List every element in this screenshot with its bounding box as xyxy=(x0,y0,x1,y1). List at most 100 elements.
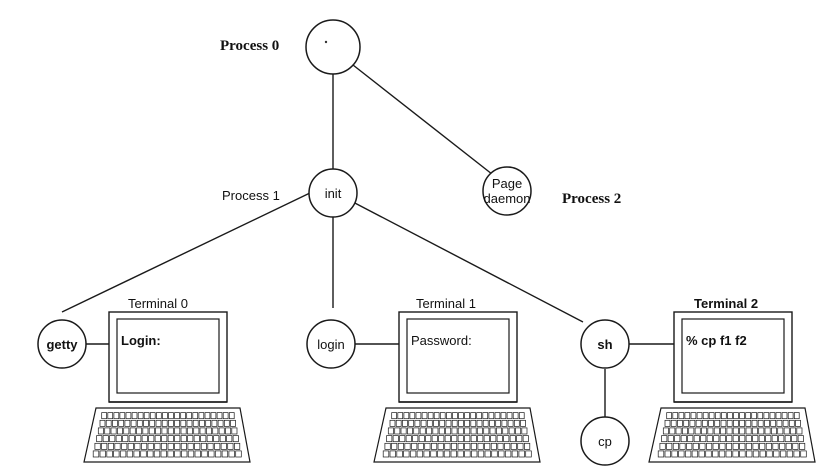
terminal0-key xyxy=(99,419,106,427)
terminal2-key xyxy=(732,427,739,435)
terminal1-key xyxy=(503,435,510,443)
terminal0-key xyxy=(211,419,218,427)
terminal0-key xyxy=(130,419,137,427)
terminal1-key xyxy=(399,435,406,443)
terminal0-key xyxy=(110,427,117,435)
terminal0-key xyxy=(200,442,207,450)
terminal2-key xyxy=(751,427,758,435)
terminal1-key xyxy=(413,427,420,435)
terminal0-key xyxy=(141,435,148,443)
terminal2-key xyxy=(702,412,709,420)
terminal0-key xyxy=(193,435,200,443)
terminal0-key xyxy=(168,419,174,427)
terminal2-key xyxy=(733,412,739,420)
keyboard-keys xyxy=(92,412,807,458)
terminal1-key xyxy=(437,442,444,450)
terminal2-key xyxy=(793,450,800,458)
terminal2-key xyxy=(727,412,733,420)
terminal2-key xyxy=(699,442,706,450)
terminal2-key xyxy=(726,435,733,443)
terminal0-key xyxy=(210,412,217,420)
terminal2-key xyxy=(787,412,794,420)
terminal2-key xyxy=(779,450,787,458)
terminal0-key xyxy=(135,435,142,443)
terminal0-key xyxy=(154,435,161,443)
terminal0-key xyxy=(140,450,147,458)
terminal1-key xyxy=(391,412,397,420)
terminal0-key xyxy=(214,450,222,458)
terminal1-key xyxy=(389,419,396,427)
terminal2-key xyxy=(714,419,721,427)
terminal0-key xyxy=(124,419,131,427)
getty-node xyxy=(37,319,87,369)
terminal0-key xyxy=(214,442,221,450)
terminal2-key xyxy=(779,442,786,450)
terminal1-key xyxy=(452,412,458,420)
terminal1-key xyxy=(494,412,501,420)
terminal2-screen-text: % cp f1 f2 xyxy=(686,333,747,348)
terminal2-key xyxy=(686,442,693,450)
terminal1-key xyxy=(476,427,483,435)
terminal1-key xyxy=(427,412,434,420)
terminal0-key xyxy=(222,412,229,420)
terminal1-key xyxy=(450,442,458,450)
terminal1-key xyxy=(477,450,485,458)
terminal0-key xyxy=(107,412,114,420)
terminal0-key xyxy=(96,435,103,443)
terminal1-screen xyxy=(406,318,510,394)
terminal1-key xyxy=(409,450,417,458)
terminal2-key xyxy=(664,450,671,458)
terminal0-key xyxy=(187,435,194,443)
terminal2-key xyxy=(667,435,674,443)
terminal2-key xyxy=(795,419,801,427)
terminal0-key xyxy=(213,435,220,443)
terminal2-key xyxy=(671,450,678,458)
terminal2-key xyxy=(706,442,713,450)
terminal1-key xyxy=(415,412,422,420)
terminal1-key xyxy=(511,450,519,458)
terminal2-key xyxy=(759,450,766,458)
terminal0-key xyxy=(204,412,211,420)
terminal0-key xyxy=(186,419,193,427)
terminal0-key xyxy=(148,435,155,443)
terminal1-key xyxy=(457,435,464,443)
terminal2-key xyxy=(666,442,673,450)
terminal0-key xyxy=(106,450,113,458)
terminal0-key xyxy=(161,427,168,435)
terminal1-key xyxy=(470,442,477,450)
terminal0-key xyxy=(131,412,138,420)
terminal1-key xyxy=(515,427,522,435)
terminal2-key xyxy=(678,412,685,420)
terminal2-key xyxy=(773,450,780,458)
cp-node xyxy=(580,416,630,466)
terminal1-key xyxy=(439,419,446,427)
terminal0-key xyxy=(174,427,181,435)
process0-node xyxy=(305,19,361,75)
terminal2-key xyxy=(764,427,771,435)
terminal0-key xyxy=(198,412,205,420)
terminal0-key xyxy=(234,442,241,450)
terminal2-label: Terminal 2 xyxy=(694,296,758,311)
terminal2-key xyxy=(701,419,708,427)
terminal1-key xyxy=(483,435,490,443)
terminal2-key xyxy=(765,442,772,450)
terminal2-key xyxy=(751,412,757,420)
terminal1-key xyxy=(470,435,477,443)
terminal0-key xyxy=(113,450,120,458)
terminal0-key xyxy=(226,435,233,443)
terminal2-key xyxy=(726,427,733,435)
sh-node-label: sh xyxy=(597,337,612,352)
terminal1-key xyxy=(408,419,415,427)
terminal1-key xyxy=(400,427,407,435)
terminal2-key xyxy=(719,435,726,443)
terminal2-key xyxy=(677,419,683,427)
terminal0-key xyxy=(167,427,174,435)
terminal0-key xyxy=(207,442,214,450)
terminal1-key xyxy=(504,450,512,458)
terminal2-key xyxy=(790,427,797,435)
terminal1-key xyxy=(464,442,471,450)
terminal1-key xyxy=(525,450,532,458)
terminal1-key xyxy=(521,427,528,435)
terminal1-key xyxy=(482,419,489,427)
